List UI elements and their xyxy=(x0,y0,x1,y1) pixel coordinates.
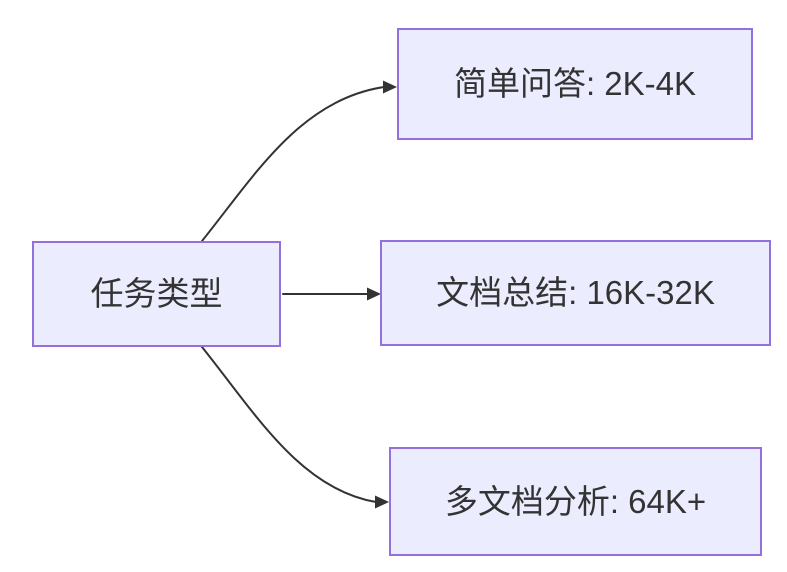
node-multi-doc-label: 多文档分析: 64K+ xyxy=(444,482,707,520)
node-doc-summary: 文档总结: 16K-32K xyxy=(380,240,771,346)
edge-root-to-doc-summary xyxy=(282,287,381,301)
edge-root-to-multi-doc xyxy=(201,346,389,509)
edge-root-to-simple-qa xyxy=(201,80,397,242)
node-multi-doc: 多文档分析: 64K+ xyxy=(389,447,762,556)
node-task-type: 任务类型 xyxy=(32,241,281,347)
arrowhead-icon xyxy=(375,495,389,509)
node-simple-qa: 简单问答: 2K-4K xyxy=(397,28,753,140)
node-task-type-label: 任务类型 xyxy=(90,275,223,313)
arrowhead-icon xyxy=(383,80,397,94)
node-doc-summary-label: 文档总结: 16K-32K xyxy=(436,274,715,312)
node-simple-qa-label: 简单问答: 2K-4K xyxy=(453,65,697,103)
arrowhead-icon xyxy=(367,287,381,301)
